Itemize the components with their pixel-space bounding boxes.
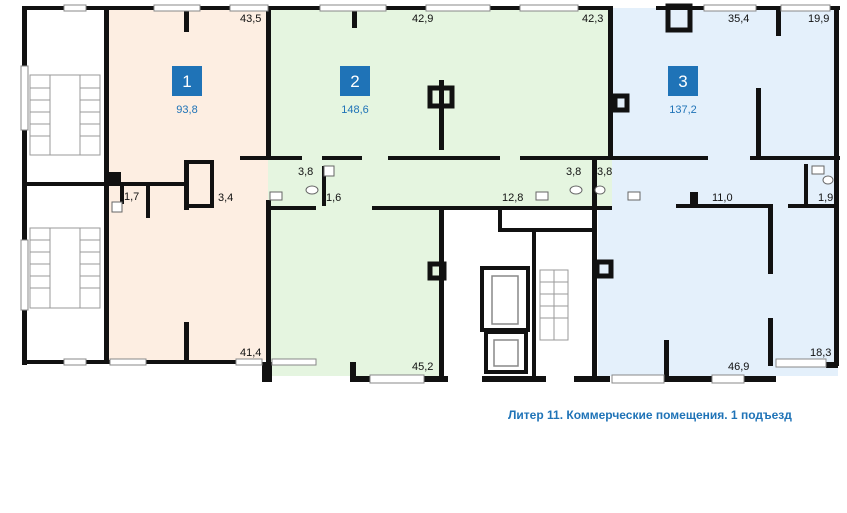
room-area-label: 3,8 — [566, 166, 581, 178]
unit-3-badge: 3 137,2 — [668, 66, 698, 116]
sink-icon — [269, 191, 283, 201]
room-area-label: 35,4 — [728, 13, 749, 25]
room-area-label: 46,9 — [728, 361, 749, 373]
sink-icon — [811, 165, 825, 175]
room-area-label: 42,3 — [582, 13, 603, 25]
elevators — [480, 266, 530, 374]
room-area-label: 1,6 — [326, 192, 341, 204]
room-area-label: 1,9 — [818, 192, 833, 204]
sink-icon — [111, 201, 123, 213]
unit-2-number: 2 — [350, 72, 359, 91]
room-area-label: 12,8 — [502, 192, 523, 204]
toilet-icon — [305, 185, 319, 195]
unit-3-number: 3 — [678, 72, 687, 91]
unit-2-total-area: 148,6 — [341, 104, 369, 116]
room-area-label: 11,0 — [712, 192, 733, 204]
room-area-label: 18,3 — [810, 347, 831, 359]
unit-2-fill-bottom — [268, 206, 444, 376]
unit-3-fill-top — [612, 8, 838, 206]
toilet-icon — [822, 175, 834, 185]
plan-caption: Литер 11. Коммерческие помещения. 1 подъ… — [508, 408, 792, 422]
unit-3-fill-bottom — [598, 206, 838, 376]
unit-2-badge: 2 148,6 — [340, 66, 370, 116]
sanitary-fixtures — [111, 165, 834, 213]
unit-1-total-area: 93,8 — [176, 104, 197, 116]
toilet-icon — [594, 185, 606, 195]
room-area-label: 19,9 — [808, 13, 829, 25]
unit-3-total-area: 137,2 — [669, 104, 697, 116]
elevator-upper — [480, 266, 530, 332]
unit-1-badge: 1 93,8 — [172, 66, 202, 116]
room-area-label: 3,4 — [218, 192, 233, 204]
elevator-lower — [484, 330, 528, 374]
sink-icon — [535, 191, 549, 201]
windows — [20, 4, 831, 384]
room-area-label: 43,5 — [240, 13, 261, 25]
unit-1-number: 1 — [182, 72, 191, 91]
room-area-label: 3,8 — [597, 166, 612, 178]
sink-icon — [323, 165, 335, 177]
room-area-label: 1,7 — [124, 191, 139, 203]
room-area-label: 45,2 — [412, 361, 433, 373]
sink-icon — [627, 191, 641, 201]
toilet-icon — [569, 185, 583, 195]
room-area-labels: 43,5 42,9 42,3 35,4 19,9 3,8 3,8 3,8 1,7… — [124, 13, 833, 373]
room-area-label: 3,8 — [298, 166, 313, 178]
room-area-label: 41,4 — [240, 347, 261, 359]
walls — [22, 3, 840, 382]
staircase-left — [29, 74, 101, 309]
room-area-label: 42,9 — [412, 13, 433, 25]
staircase-center — [539, 269, 569, 341]
